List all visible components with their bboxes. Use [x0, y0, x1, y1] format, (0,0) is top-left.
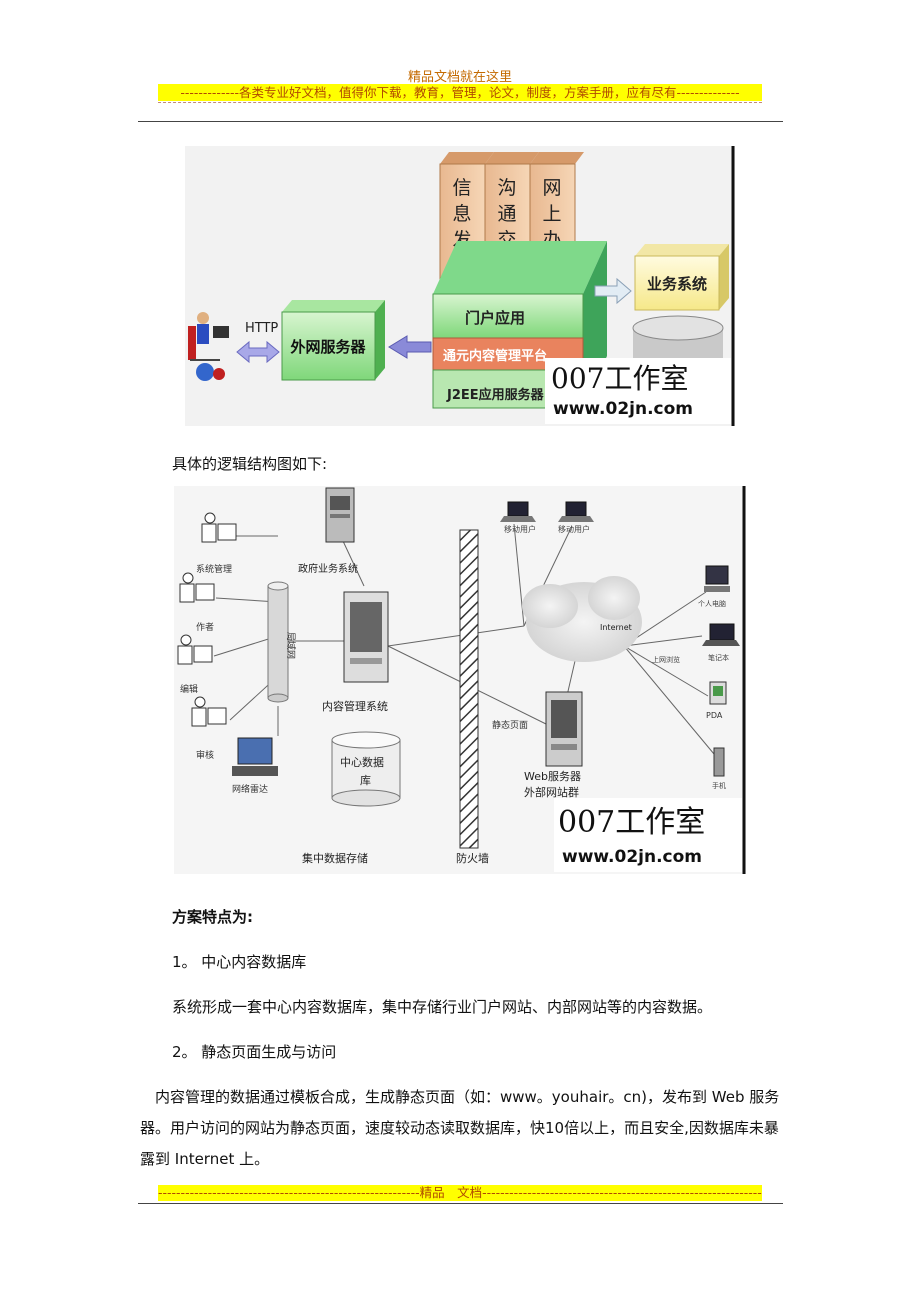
watermark-logo: 007工作室	[551, 362, 688, 395]
lan-pipe	[267, 581, 289, 703]
label-reviewer: 审核	[196, 749, 214, 761]
laptop-icon-notebook	[702, 623, 740, 646]
internet-cloud	[522, 576, 642, 662]
col2-char: 沟	[497, 177, 516, 199]
section-heading: 方案特点为:	[172, 908, 253, 926]
header-tagline: -------------各类专业好文档，值得你下载，教育，管理，论文，制度，方…	[158, 84, 762, 101]
list-item-1: 1。 中心内容数据库	[172, 953, 307, 971]
person-icon-reviewer	[191, 696, 227, 727]
external-server-label: 外网服务器	[289, 338, 366, 356]
portal-label: 门户应用	[465, 309, 525, 327]
col1-char: 息	[452, 203, 471, 225]
person-icon-author	[179, 572, 215, 603]
label-admin: 系统管理	[196, 563, 232, 575]
diagram-caption: 具体的逻辑结构图如下:	[172, 455, 328, 473]
label-cms: 内容管理系统	[322, 699, 388, 713]
label-author: 作者	[196, 621, 214, 633]
server-icon-gov	[325, 487, 355, 543]
col3-char: 网	[542, 177, 561, 199]
pc-icon	[704, 565, 730, 592]
watermark-box	[545, 358, 731, 424]
firewall-wall	[459, 529, 479, 849]
server-icon-web	[545, 691, 583, 767]
header-dashed-line	[158, 102, 762, 113]
lan-label: 局域网	[285, 632, 297, 659]
label-gov: 政府业务系统	[298, 562, 358, 575]
footer-rule	[138, 1203, 783, 1204]
svg-text:信: 信	[452, 177, 471, 199]
cms-label: 通元内容管理平台	[443, 348, 547, 364]
person-icon-editor	[177, 634, 213, 665]
http-label: HTTP	[245, 321, 278, 336]
col1-char: 信	[452, 177, 471, 199]
person-icon-admin	[201, 512, 237, 543]
label-web-2: 外部网站群	[524, 785, 579, 799]
watermark-url-2: www.02jn.com	[562, 847, 702, 867]
label-db-1: 中心数据	[340, 755, 384, 769]
business-system-box	[634, 255, 720, 311]
label-browse: 上网浏览	[652, 655, 680, 664]
server-icon-cms	[343, 591, 389, 683]
label-laptop: 笔记本	[708, 653, 729, 662]
laptop-icon-mobile-2	[558, 501, 594, 522]
label-db-2: 库	[360, 774, 371, 787]
label-radar: 网络雷达	[232, 783, 268, 795]
paragraph-1: 系统形成一套中心内容数据库，集中存储行业门户网站、内部网站等的内容数据。	[172, 998, 713, 1016]
label-pc: 个人电脑	[698, 599, 726, 608]
label-internet: Internet	[600, 623, 632, 632]
col2-char: 通	[497, 203, 516, 225]
http-arrow	[236, 340, 280, 364]
logical-structure-diagram: 局域网 系统管理 作者 编辑 审核 网络雷达 政府业务系统	[174, 486, 746, 874]
portal-architecture-diagram: 信 息 发 布 沟 通 交 互 网 上 办 公 门户应用 通元内容管理平台 J2…	[185, 146, 735, 426]
computer-icon-radar	[232, 737, 278, 776]
watermark-logo-2: 007工作室	[558, 805, 705, 840]
label-web-1: Web服务器	[524, 770, 581, 783]
label-mobile-1: 移动用户	[504, 524, 536, 534]
laptop-icon-mobile-1	[500, 501, 536, 522]
arrow-platform-to-server	[388, 335, 432, 359]
list-item-2: 2。 静态页面生成与访问	[172, 1043, 337, 1061]
label-storage: 集中数据存储	[302, 851, 368, 865]
col3-char: 上	[542, 203, 561, 225]
arrow-to-business	[594, 277, 632, 305]
label-firewall: 防火墙	[456, 851, 489, 865]
svg-text:息: 息	[452, 203, 471, 225]
j2ee-label: J2EE应用服务器	[446, 387, 545, 403]
watermark-box-2	[554, 798, 742, 872]
paragraph-2: 内容管理的数据通过模板合成，生成静态页面（如：www。youhair。cn)，发…	[140, 1088, 780, 1168]
header-rule	[138, 121, 783, 122]
label-mobile-2: 移动用户	[558, 524, 590, 534]
label-editor: 编辑	[180, 683, 198, 695]
phone-icon	[713, 747, 725, 777]
svg-text:通: 通	[497, 203, 516, 225]
label-static: 静态页面	[492, 719, 528, 731]
svg-text:网: 网	[542, 177, 561, 199]
central-database	[331, 731, 401, 807]
header-title: 精品文档就在这里	[407, 70, 512, 85]
pda-icon	[709, 681, 727, 705]
svg-text:沟: 沟	[497, 177, 516, 199]
label-phone: 手机	[712, 781, 726, 790]
svg-text:上: 上	[542, 203, 561, 225]
label-pda: PDA	[706, 711, 723, 720]
footer-text: ----------------------------------------…	[158, 1185, 762, 1201]
external-server-box	[281, 311, 376, 381]
user-workstation-icon	[188, 312, 229, 381]
watermark-url: www.02jn.com	[553, 399, 693, 419]
business-label: 业务系统	[647, 275, 707, 293]
